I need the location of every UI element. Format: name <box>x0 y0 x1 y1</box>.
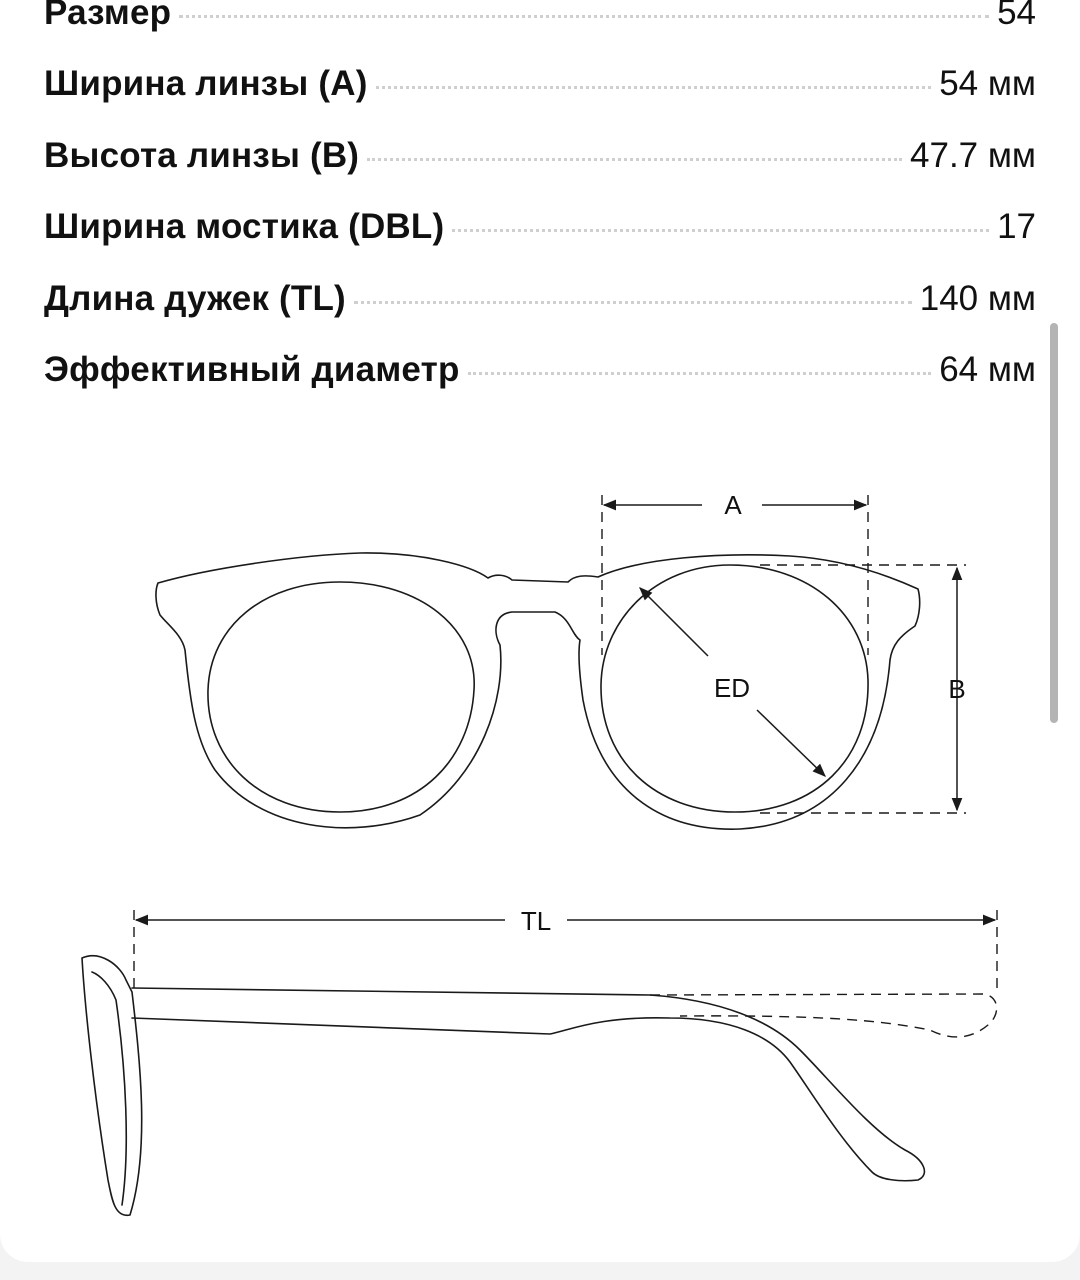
spec-label: Ширина линзы (A) <box>44 64 368 104</box>
spec-row-lens-height: Высота линзы (B) 47.7 мм <box>44 120 1036 191</box>
spec-row-effective-diameter: Эффективный диаметр 64 мм <box>44 334 1036 405</box>
dotted-leader <box>179 12 990 18</box>
side-frame-front <box>81 955 143 1216</box>
side-lens-edge <box>91 971 128 1206</box>
dimension-tl-label: TL <box>521 906 551 936</box>
dimension-ed-label: ED <box>714 673 750 703</box>
dotted-leader <box>353 298 912 304</box>
glasses-front-frame <box>155 552 921 830</box>
spec-row-bridge-width: Ширина мостика (DBL) 17 <box>44 191 1036 262</box>
dotted-leader <box>452 226 990 233</box>
dimension-a-label: A <box>724 490 742 520</box>
spec-value: 140 мм <box>919 278 1036 318</box>
side-temple <box>131 987 926 1182</box>
scrollbar-thumb[interactable] <box>1050 323 1058 723</box>
spec-label: Длина дужек (TL) <box>44 278 346 318</box>
spec-row-size: Размер 54 <box>44 0 1036 48</box>
spec-value: 17 <box>997 207 1036 247</box>
spec-label: Эффективный диаметр <box>44 349 460 389</box>
spec-row-temple-length: Длина дужек (TL) 140 мм <box>44 263 1036 334</box>
dotted-leader <box>467 369 932 375</box>
spec-value: 54 <box>997 0 1036 32</box>
spec-label: Высота линзы (B) <box>44 135 360 175</box>
spec-value: 54 мм <box>939 64 1036 104</box>
dotted-leader <box>367 155 903 161</box>
spec-label: Размер <box>44 0 172 32</box>
spec-value: 47.7 мм <box>910 135 1036 175</box>
spec-label: Ширина мостика (DBL) <box>44 207 445 247</box>
dotted-leader <box>375 83 932 90</box>
spec-row-lens-width: Ширина линзы (A) 54 мм <box>44 48 1036 119</box>
dashed-temple-extension <box>649 993 998 1038</box>
dimension-ed-arrow-up <box>639 587 709 657</box>
dimension-b-label: B <box>948 674 965 704</box>
spec-value: 64 мм <box>939 349 1036 389</box>
dimension-ed-arrow-down <box>756 709 826 777</box>
right-lens <box>600 564 869 813</box>
spec-list: Размер 54 Ширина линзы (A) 54 мм Высота … <box>44 0 1036 405</box>
left-lens <box>207 581 475 813</box>
